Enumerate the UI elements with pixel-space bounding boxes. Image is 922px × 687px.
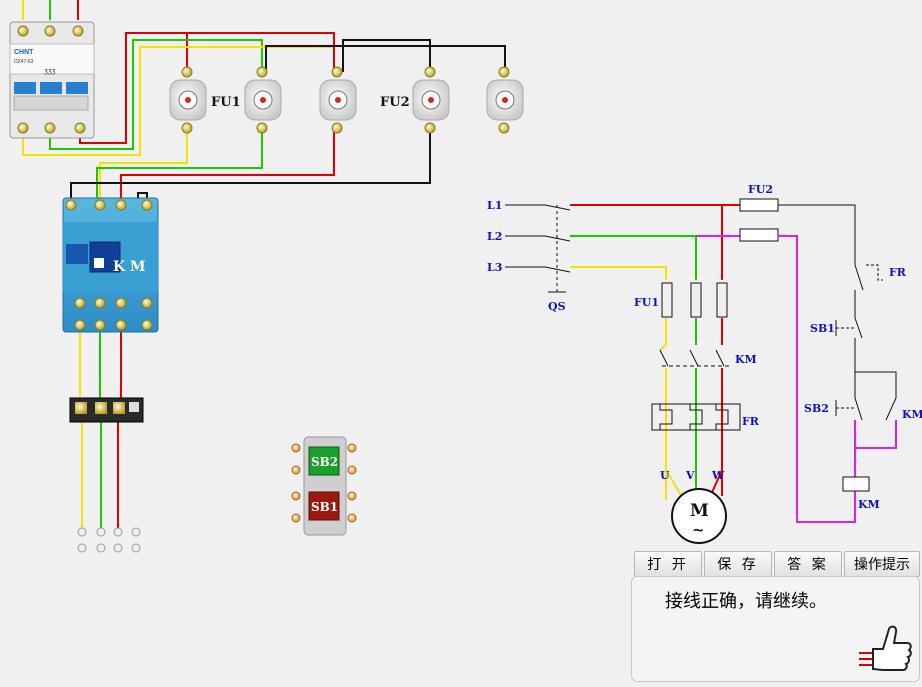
label-u: U: [660, 469, 670, 482]
label-l3: L3: [487, 261, 502, 274]
fuse-fu1-c[interactable]: [319, 66, 357, 134]
motor-symbol: ~: [692, 521, 705, 539]
schematic-labels: L1 L2 L3 QS FU1 FU2 KM FR U V W FR SB1 S…: [487, 183, 922, 511]
svg-text:ʒʒʒ: ʒʒʒ: [44, 68, 56, 75]
sb2-button[interactable]: SB2: [308, 446, 340, 476]
label-w: W: [711, 469, 725, 482]
label-km: KM: [735, 353, 757, 366]
label-fr: FR: [742, 415, 760, 428]
fuse-row: FU1 FU2: [169, 66, 524, 134]
fuse-fu1-a[interactable]: [169, 66, 207, 134]
thumbs-up-icon: [859, 625, 912, 671]
label-km-coil: KM: [858, 498, 880, 511]
breaker-brand: CHNT: [14, 49, 34, 56]
circuit-breaker[interactable]: CHNT DZ47-63 ʒʒʒ: [9, 21, 95, 139]
fuse-fu1-b[interactable]: [244, 66, 282, 134]
thermal-overload-relay[interactable]: [69, 397, 144, 423]
label-fu2: FU2: [748, 183, 773, 196]
motor-label: M: [690, 501, 709, 521]
message-panel: 接线正确，请继续。: [631, 576, 920, 682]
answer-button[interactable]: 答 案: [774, 551, 842, 577]
schematic: [505, 198, 897, 544]
sb1-label: SB1: [311, 500, 338, 514]
breaker-model: DZ47-63: [14, 59, 34, 65]
label-fr-ctrl: FR: [889, 266, 907, 279]
fu1-label: FU1: [211, 95, 241, 110]
sb2-label: SB2: [311, 455, 338, 469]
contactor-km[interactable]: K M: [62, 197, 159, 333]
fuse-fu2-b[interactable]: [486, 66, 524, 134]
motor-terminal-block[interactable]: [77, 527, 141, 553]
label-l1: L1: [487, 199, 502, 212]
label-v: V: [685, 469, 695, 482]
push-button-box: SB2 SB1: [291, 436, 357, 536]
km-label: K M: [113, 259, 146, 275]
save-button[interactable]: 保 存: [704, 551, 772, 577]
fuse-fu2-a[interactable]: [412, 66, 450, 134]
label-qs: QS: [548, 300, 566, 313]
label-sb2: SB2: [804, 402, 829, 415]
open-button[interactable]: 打 开: [634, 551, 702, 577]
message-text: 接线正确，请继续。: [665, 591, 827, 612]
hint-button[interactable]: 操作提示: [844, 551, 920, 577]
sb1-button[interactable]: SB1: [308, 491, 340, 521]
fu2-label: FU2: [380, 95, 410, 110]
label-l2: L2: [487, 230, 502, 243]
label-km-hold: KM: [902, 408, 922, 421]
label-fu1: FU1: [634, 296, 659, 309]
label-sb1: SB1: [810, 322, 835, 335]
